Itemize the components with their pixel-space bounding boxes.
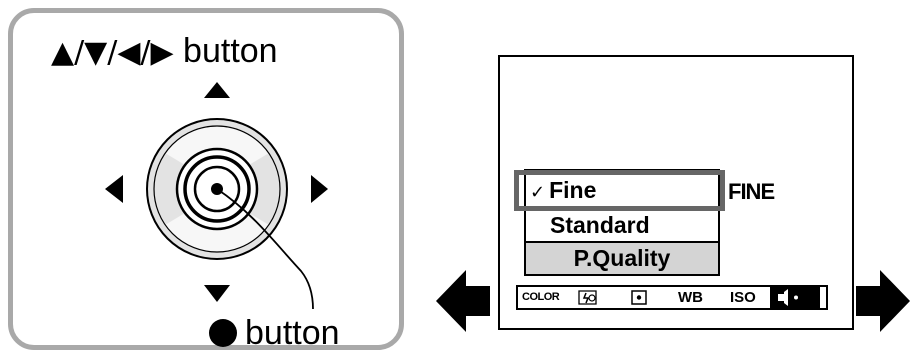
direction-arrows-label: ▲/▼/◀/▶ — [51, 35, 174, 70]
leader-line — [216, 188, 314, 310]
flash-icon[interactable] — [576, 287, 600, 308]
menu-item-standard-label: Standard — [550, 212, 650, 238]
dpad-down-arrow — [204, 285, 230, 302]
menu-item-pquality[interactable]: P.Quality — [524, 241, 720, 276]
toolbar-iso[interactable]: ISO — [730, 289, 756, 306]
quality-icon[interactable] — [770, 287, 820, 308]
menu-toolbar: COLOR WB ISO — [516, 285, 828, 310]
check-icon: ✓ — [530, 182, 546, 203]
camera-menu-screen: ✓Fine Standard P.Quality FINE COLOR WB I… — [498, 55, 854, 330]
menu-item-pquality-label: P.Quality — [573, 245, 671, 271]
dpad-left-arrow — [105, 175, 123, 203]
dpad-up-arrow — [204, 82, 230, 98]
spot-metering-icon[interactable] — [630, 287, 648, 308]
selection-highlight — [514, 170, 725, 211]
center-button-label: button — [245, 314, 340, 352]
arrow-left-icon — [436, 270, 490, 332]
menu-item-standard[interactable]: Standard — [524, 208, 720, 241]
dpad-icon — [105, 82, 328, 310]
toolbar-wb[interactable]: WB — [678, 289, 703, 306]
menu-item-fine[interactable]: ✓Fine — [524, 175, 720, 208]
center-button-caption: button — [209, 313, 340, 353]
button-panel: ▲/▼/◀/▶ button button — [8, 8, 404, 353]
current-quality-value: FINE — [728, 179, 775, 204]
bullet-dot-icon — [209, 319, 237, 347]
arrow-right-icon — [856, 270, 910, 332]
toolbar-color[interactable]: COLOR — [522, 291, 560, 303]
direction-button-caption: ▲/▼/◀/▶ button — [51, 31, 278, 73]
dpad-right-arrow — [311, 175, 328, 203]
toolbar-more-chevron[interactable]: › — [814, 286, 821, 306]
direction-button-label: button — [173, 32, 278, 70]
menu-item-fine-label: Fine — [549, 177, 597, 203]
